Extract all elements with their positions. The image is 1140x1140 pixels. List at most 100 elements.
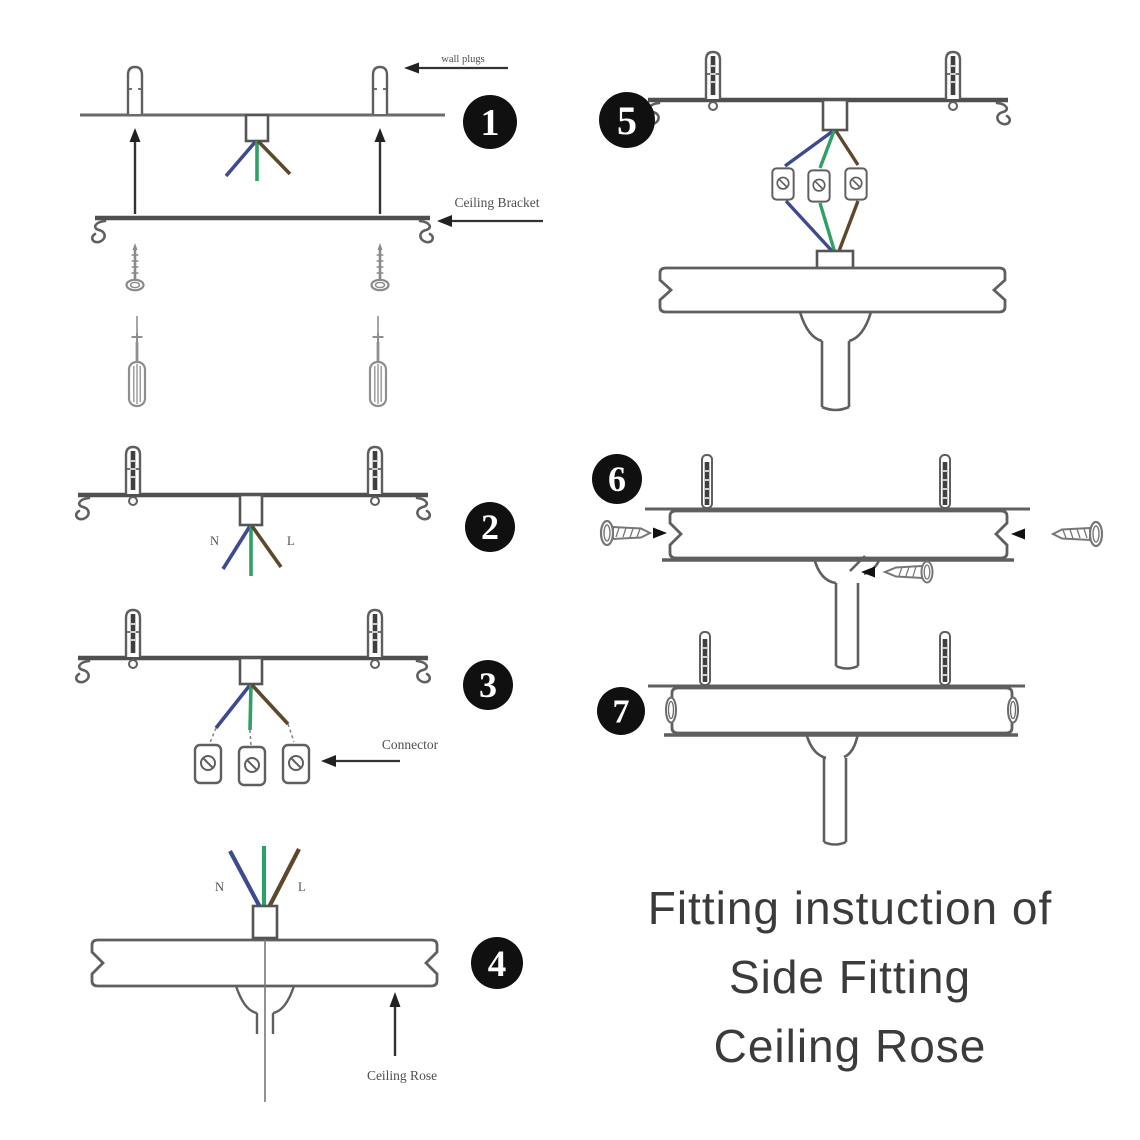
step4-diagram: N L Ceiling Rose 4 bbox=[90, 846, 523, 1102]
arrow-left-icon bbox=[321, 755, 336, 767]
bracket-screw-icon bbox=[940, 632, 950, 685]
arrow-left-icon bbox=[404, 62, 419, 74]
wire-neutral bbox=[783, 129, 835, 168]
cord-grip bbox=[234, 985, 296, 1034]
connector-block-icon bbox=[844, 167, 868, 201]
bracket-hook-icon bbox=[415, 496, 432, 521]
grub-screw-icon bbox=[882, 560, 934, 584]
step-7-badge-number: 7 bbox=[613, 694, 630, 731]
step-7-badge: 7 bbox=[597, 687, 645, 735]
wire-live bbox=[250, 524, 283, 569]
arrow-left-icon bbox=[1011, 528, 1025, 540]
rose-cable-entry bbox=[815, 249, 855, 270]
pendant-stem bbox=[804, 732, 860, 846]
wire-earth bbox=[818, 130, 836, 169]
wire-n-label: N bbox=[210, 534, 219, 548]
ceiling-bracket-label: Ceiling Bracket bbox=[454, 195, 539, 210]
wire-l-label: L bbox=[287, 534, 295, 548]
arrow-left-icon bbox=[861, 566, 875, 578]
screw-icon bbox=[125, 241, 145, 292]
step2-diagram: N L 2 bbox=[74, 447, 515, 576]
arrow-right-icon bbox=[653, 527, 667, 539]
wall-plugs-callout: wall plugs bbox=[404, 54, 508, 74]
cable-entry-box bbox=[238, 493, 264, 527]
step-6-badge: 6 bbox=[592, 454, 642, 504]
step-2-badge-number: 2 bbox=[481, 507, 499, 547]
cable-entry-box bbox=[251, 904, 279, 940]
step-3-badge: 3 bbox=[463, 660, 513, 710]
wire-live bbox=[250, 683, 290, 726]
connector-label: Connector bbox=[382, 737, 439, 752]
step-6-badge-number: 6 bbox=[608, 459, 626, 499]
arrow-up-icon bbox=[374, 128, 386, 142]
wire-live bbox=[837, 200, 860, 252]
arrow-left-icon bbox=[437, 215, 452, 227]
ceiling-rose-plate bbox=[668, 509, 1009, 560]
connector-block-icon bbox=[281, 743, 311, 785]
step-4-badge: 4 bbox=[471, 937, 523, 989]
bracket-hook-icon bbox=[90, 219, 107, 244]
stripped-wire-ends bbox=[208, 723, 295, 748]
wire-earth bbox=[818, 202, 837, 254]
connector-block-icon bbox=[771, 167, 795, 201]
bracket-hook-icon bbox=[995, 101, 1012, 126]
connector-callout: Connector bbox=[321, 737, 439, 767]
connector-block-icon bbox=[237, 745, 267, 787]
bracket-screw-icon bbox=[700, 632, 710, 685]
bracket-hook-icon bbox=[74, 659, 91, 684]
bracket-hook-icon bbox=[74, 496, 91, 521]
bracket-hook-icon bbox=[418, 219, 435, 244]
title-line-2: Side Fitting bbox=[728, 951, 972, 1003]
wire-neutral bbox=[228, 850, 263, 910]
wire-n-label: N bbox=[215, 880, 224, 894]
arrow-up-icon bbox=[389, 992, 401, 1007]
step7-diagram: 7 bbox=[597, 632, 1025, 846]
step-2-badge: 2 bbox=[465, 502, 515, 552]
side-screw-icon bbox=[1051, 520, 1104, 548]
ceiling-rose-label: Ceiling Rose bbox=[367, 1068, 437, 1083]
step6-diagram: 6 bbox=[592, 454, 1104, 670]
cable-entry-box bbox=[821, 98, 849, 132]
step-3-badge-number: 3 bbox=[479, 665, 497, 705]
page-title: Fitting instuction of Side Fitting Ceili… bbox=[575, 874, 1125, 1081]
wire-l-label: L bbox=[298, 880, 306, 894]
ceiling-rose-plate bbox=[658, 266, 1007, 314]
connector-block-icon bbox=[193, 743, 223, 785]
screwdriver-icon bbox=[127, 314, 147, 408]
step-4-badge-number: 4 bbox=[488, 944, 507, 985]
cable-entry-box bbox=[244, 113, 270, 143]
bracket-hook-icon bbox=[415, 659, 432, 684]
step5-diagram: 5 bbox=[599, 52, 1012, 412]
wire-neutral bbox=[221, 525, 252, 570]
wire-neutral bbox=[224, 139, 258, 178]
wire-neutral bbox=[214, 683, 252, 730]
step-1-badge-number: 1 bbox=[481, 102, 500, 144]
ceiling-rose-callout: Ceiling Rose bbox=[367, 992, 437, 1083]
step-1-badge: 1 bbox=[463, 95, 517, 149]
wire-earth bbox=[248, 684, 253, 731]
step-5-badge: 5 bbox=[599, 92, 655, 148]
bracket-screw-icon bbox=[940, 455, 950, 508]
bracket-screw-icon bbox=[702, 455, 712, 508]
title-line-3: Ceiling Rose bbox=[713, 1020, 987, 1072]
offer-up-arrows bbox=[129, 128, 386, 214]
wire-live bbox=[256, 139, 292, 176]
pendant-stem bbox=[798, 311, 873, 412]
wire-neutral bbox=[784, 199, 834, 253]
step3-diagram: Connector 3 bbox=[74, 610, 513, 787]
step-5-badge-number: 5 bbox=[617, 98, 637, 143]
side-screw-head-icon bbox=[665, 696, 677, 724]
arrow-up-icon bbox=[129, 128, 141, 142]
wall-plug-icon bbox=[126, 65, 144, 116]
title-line-1: Fitting instuction of bbox=[647, 882, 1053, 934]
ceiling-rose-plate bbox=[670, 686, 1014, 735]
wire-live bbox=[266, 848, 301, 910]
wall-plug-icon bbox=[371, 65, 389, 116]
screw-icon bbox=[370, 241, 390, 292]
step1-diagram: wall plugs Ceiling Bracket 1 bbox=[80, 54, 543, 408]
side-screw-icon bbox=[599, 519, 652, 547]
wall-plugs-label: wall plugs bbox=[441, 54, 484, 65]
screwdriver-icon bbox=[368, 314, 388, 408]
